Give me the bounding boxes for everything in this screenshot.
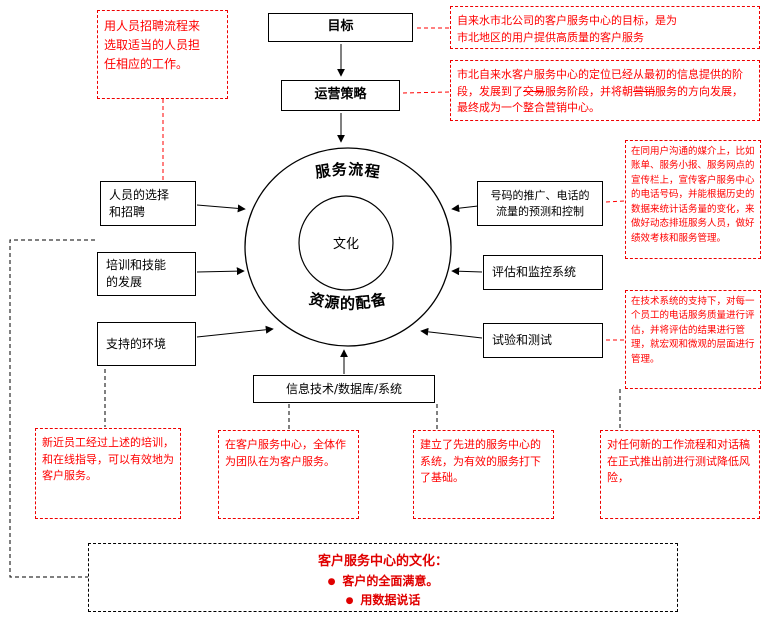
arrow-right1 xyxy=(451,204,479,213)
note-system: 建立了先进的服务中心的系统，为有效的服务打下了基础。 xyxy=(413,430,554,519)
right-box-traffic: 号码的推广、电话的 流量的预测和控制 xyxy=(477,181,603,226)
note-goal: 自来水市北公司的客户服务中心的目标，是为 市北地区的用户提供高质量的客户服务 xyxy=(450,6,760,49)
connector-position-note xyxy=(402,91,450,94)
left-box-recruitment: 人员的选择 和招聘 xyxy=(100,181,196,226)
right-box-monitoring: 评估和监控系统 xyxy=(483,255,603,290)
note-position-strike-2: 营销 xyxy=(633,84,655,98)
arrow-right3 xyxy=(420,327,483,339)
outer-circle xyxy=(244,147,452,347)
arrow-left1 xyxy=(196,204,246,213)
note-team: 在客户服务中心，全体作为团队在为客户服务。 xyxy=(218,430,359,519)
culture-bullet-2: ● 用数据说话 xyxy=(89,591,677,610)
note-position-text: 市北自来水客户服务中心的定位已经从最初的信息提供的阶段，发展到了 xyxy=(457,68,743,98)
culture-box: 客户服务中心的文化： ● 客户的全面满意。 ● 用数据说话 xyxy=(88,543,678,612)
connector-promo-note xyxy=(605,200,625,203)
left-box-environment: 支持的环境 xyxy=(97,322,196,366)
culture-bullet-1-text: 客户的全面满意。 xyxy=(342,574,439,588)
note-position-text-3: 服务的方向发展，最终成为一个整合营销中心。 xyxy=(457,84,743,115)
bottom-box-it-systems: 信息技术/数据库/系统 xyxy=(253,375,435,403)
right-box-testing: 试验和测试 xyxy=(483,323,603,358)
strategy-box: 运营策略 xyxy=(281,80,400,111)
circle-center-label: 文化 xyxy=(333,237,359,252)
note-promo: 在同用户沟通的媒介上，比如账单、服务小报、服务网点的宣传栏上，宣传客户服务中心的… xyxy=(625,140,761,259)
arrow-right2 xyxy=(451,267,483,276)
circle-bottom-label: 资源的配备 xyxy=(308,290,389,313)
goal-box: 目标 xyxy=(268,13,413,42)
note-position-strike-1: 交易 xyxy=(523,84,545,98)
connector-culture xyxy=(9,239,95,578)
note-recruit: 用人员招聘流程来 选取适当的人员担 任相应的工作。 xyxy=(97,10,228,99)
left-box-training: 培训和技能 的发展 xyxy=(97,252,196,296)
arrow-left3 xyxy=(196,325,274,338)
culture-bullet-2-text: 用数据说话 xyxy=(360,593,421,608)
culture-title: 客户服务中心的文化： xyxy=(317,554,448,569)
circle-top-label: 服务流程 xyxy=(314,160,382,181)
note-training: 新近员工经过上述的培训，和在线指导，可以有效地为客户服务。 xyxy=(35,428,181,519)
bullet-icon: ● xyxy=(327,577,336,587)
culture-bullet-1: ● 客户的全面满意。 xyxy=(89,572,677,591)
arrow-left2 xyxy=(196,267,245,276)
note-position: 市北自来水客户服务中心的定位已经从最初的信息提供的阶段，发展到了交易服务阶段，并… xyxy=(450,60,760,121)
note-quality: 在技术系统的支持下，对每一个员工的电话服务质量进行评估，并将评估的结果进行管理，… xyxy=(625,290,761,389)
bullet-icon: ● xyxy=(345,596,354,607)
note-position-text-2: 服务阶段，并将朝 xyxy=(545,84,633,98)
note-test: 对任何新的工作流程和对话稿在正式推出前进行测试降低风险， xyxy=(600,430,760,519)
inner-circle xyxy=(298,195,394,291)
